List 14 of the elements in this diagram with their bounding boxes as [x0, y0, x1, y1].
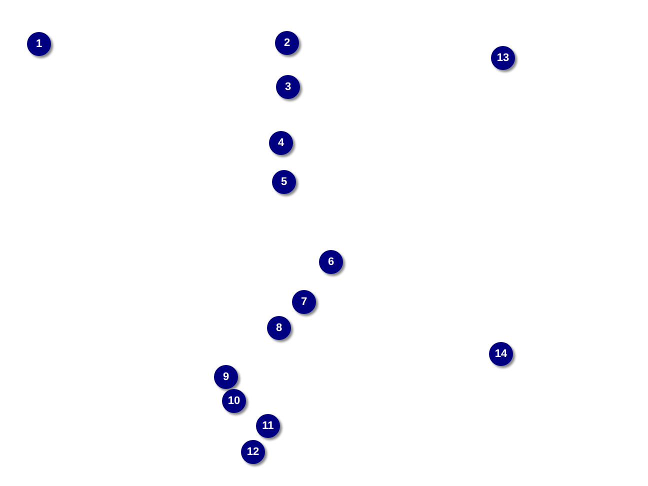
- callout-number: 4: [269, 131, 293, 155]
- callout-number: 11: [256, 414, 280, 438]
- callout-number: 8: [267, 316, 291, 340]
- callout-number: 6: [319, 250, 343, 274]
- callout-number: 1: [27, 32, 51, 56]
- callout-number: 13: [491, 46, 515, 70]
- callout-number: 14: [489, 342, 513, 366]
- callout-number: 2: [275, 31, 299, 55]
- callout-number: 9: [214, 365, 238, 389]
- callout-number: 12: [241, 440, 265, 464]
- callout-number: 7: [292, 290, 316, 314]
- callout-number: 10: [222, 389, 246, 413]
- callout-number: 5: [272, 170, 296, 194]
- callout-number: 3: [276, 75, 300, 99]
